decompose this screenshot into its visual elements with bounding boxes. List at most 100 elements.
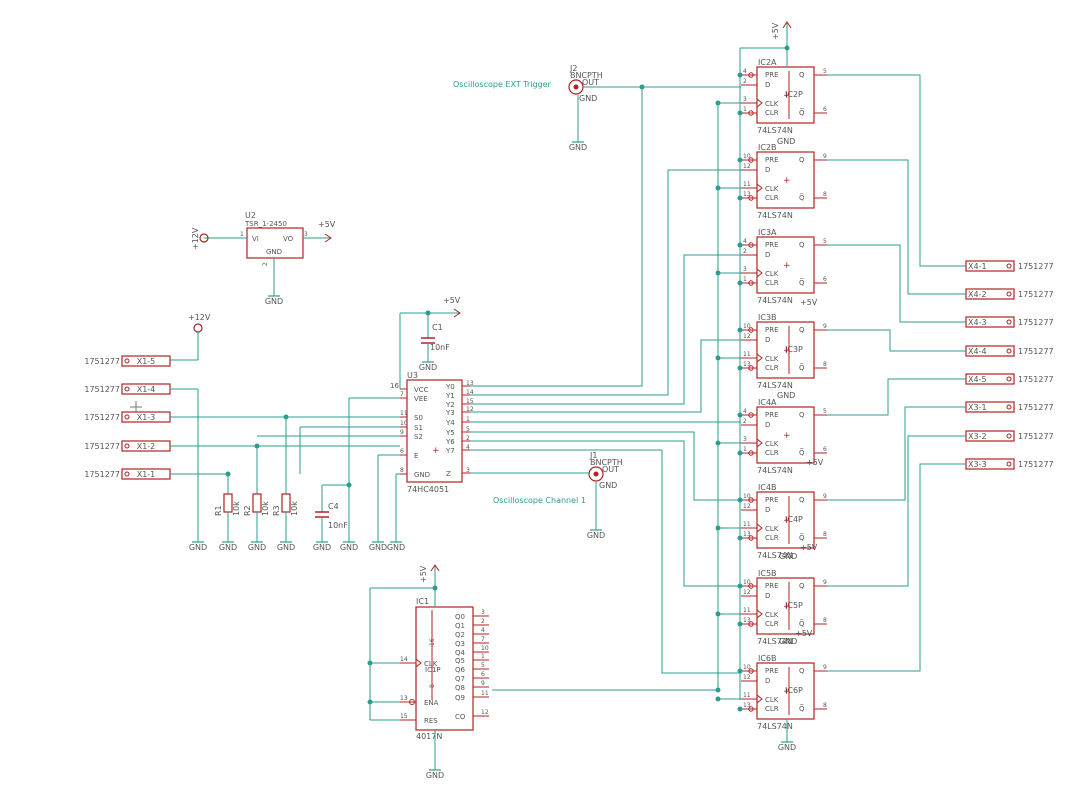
connector-part: 1751277 xyxy=(1018,460,1054,469)
plus12v-symbol xyxy=(193,323,203,333)
ground-symbol: GND xyxy=(219,541,237,552)
ground-label: GND xyxy=(779,637,797,646)
mux-pin-label: Y7 xyxy=(445,447,455,455)
mux-pin-num: 4 xyxy=(466,444,470,451)
ground-symbol: GND xyxy=(189,541,207,552)
clock-marker xyxy=(756,523,763,533)
ff-origin-mark: + xyxy=(783,431,791,441)
ff-pin-num: 9 xyxy=(823,153,827,160)
ff-origin-mark: + xyxy=(783,261,791,271)
ff-pin-num: 1 xyxy=(743,446,747,453)
clr-bubble xyxy=(748,110,754,116)
mux-origin-mark: + xyxy=(432,446,440,456)
resistor-body xyxy=(223,493,233,513)
ground-label: GND xyxy=(426,771,444,780)
counter-pin-num: 11 xyxy=(481,690,489,697)
ff-origin-mark: + xyxy=(783,687,791,697)
ff-part: 74LS74N xyxy=(757,466,793,475)
ff-pin-num: 9 xyxy=(823,664,827,671)
reg-pin2: 2 xyxy=(262,262,269,266)
ff-pin-num: 10 xyxy=(743,153,751,160)
ff-pin-num: 8 xyxy=(823,361,827,368)
resistor-value: 10k xyxy=(261,501,270,516)
counter-pin-label: ENA xyxy=(424,699,439,707)
counter-pin-label: RES xyxy=(424,717,438,725)
counter-pin-num: 15 xyxy=(400,713,408,720)
connector-name: X3-2 xyxy=(968,432,987,441)
reg-ref: U2 xyxy=(245,211,256,220)
resistor-value: 10k xyxy=(290,501,299,516)
ff-pin-num: 5 xyxy=(823,68,827,75)
mux-pin-num: 3 xyxy=(466,467,470,474)
ff-part: 74LS74N xyxy=(757,722,793,731)
ff-pin-label: Q xyxy=(799,411,805,419)
mux-pin-num: 5 xyxy=(466,426,470,433)
supply-label: +5V xyxy=(419,565,428,583)
connector-part: 1751277 xyxy=(1018,262,1054,271)
pre-bubble xyxy=(748,72,754,78)
ground-label: GND xyxy=(777,391,795,400)
data-wire xyxy=(470,87,643,387)
resistor-body xyxy=(281,493,291,513)
mux-pin: 16 xyxy=(390,382,399,390)
counter-pin-label: Q0 xyxy=(455,613,465,621)
ff-pin-num: 8 xyxy=(823,702,827,709)
connector-name: X4-3 xyxy=(968,318,987,327)
junction-dot xyxy=(254,443,260,449)
ground-symbol: GND xyxy=(387,541,405,552)
junction-dot xyxy=(737,72,743,78)
clock-marker xyxy=(756,268,763,278)
clock-marker xyxy=(415,658,422,668)
ff-pin-num: 2 xyxy=(743,78,747,85)
junction-dot xyxy=(367,660,373,666)
counter-pin-num: 4 xyxy=(481,627,485,634)
q-output-wire xyxy=(827,378,966,416)
counter-pin-label: CO xyxy=(455,713,466,721)
ff-pin-num: 11 xyxy=(743,351,751,358)
junction-dot xyxy=(737,365,743,371)
clock-marker xyxy=(756,98,763,108)
ff-pin-label: PRE xyxy=(765,411,779,419)
counter-part: 4017N xyxy=(416,732,442,741)
ff-pin-num: 5 xyxy=(823,408,827,415)
counter-ic1: IC14017NIC1P168CLK14ENA13RES15Q03Q12Q24Q… xyxy=(367,564,489,780)
ff-pin-num: 12 xyxy=(743,503,751,510)
counter-pin-label: Q5 xyxy=(455,657,465,665)
counter-power: IC1P xyxy=(425,666,441,674)
mux-pin-label: GND xyxy=(414,471,430,479)
mux-pin-num: 9 xyxy=(400,429,404,436)
ff-pin-num: 8 xyxy=(823,191,827,198)
junction-dot xyxy=(715,525,721,531)
clr-bubble xyxy=(748,450,754,456)
ff-pin-num: 10 xyxy=(743,323,751,330)
mux-pin-num: 1 xyxy=(466,416,470,423)
ff-pin-num: 10 xyxy=(743,579,751,586)
connector-name: X1-4 xyxy=(137,385,156,394)
ground-label: GND xyxy=(779,552,797,561)
trigger-net-label: Oscilloscope EXT Trigger xyxy=(453,80,552,89)
mux-pin-label: VCC xyxy=(414,386,429,394)
ff-pin-num: 3 xyxy=(743,266,747,273)
mux-pin-num: 13 xyxy=(466,380,474,387)
pre-bubble xyxy=(748,157,754,163)
ff-pin-label: CLR xyxy=(765,194,779,202)
supply-label: +5V xyxy=(771,22,780,40)
mux-pin-num: 12 xyxy=(466,406,474,413)
mux-pin-label: Y6 xyxy=(445,438,455,446)
supply-label: +5V xyxy=(800,298,818,307)
connector-pin xyxy=(1006,433,1012,439)
ff-ref: IC3A xyxy=(758,228,777,237)
mux-pin-label: Y1 xyxy=(445,392,455,400)
ff-pin-label: CLK xyxy=(765,611,779,619)
ground-label: GND xyxy=(340,543,358,552)
connector-name: X1-3 xyxy=(137,413,156,422)
